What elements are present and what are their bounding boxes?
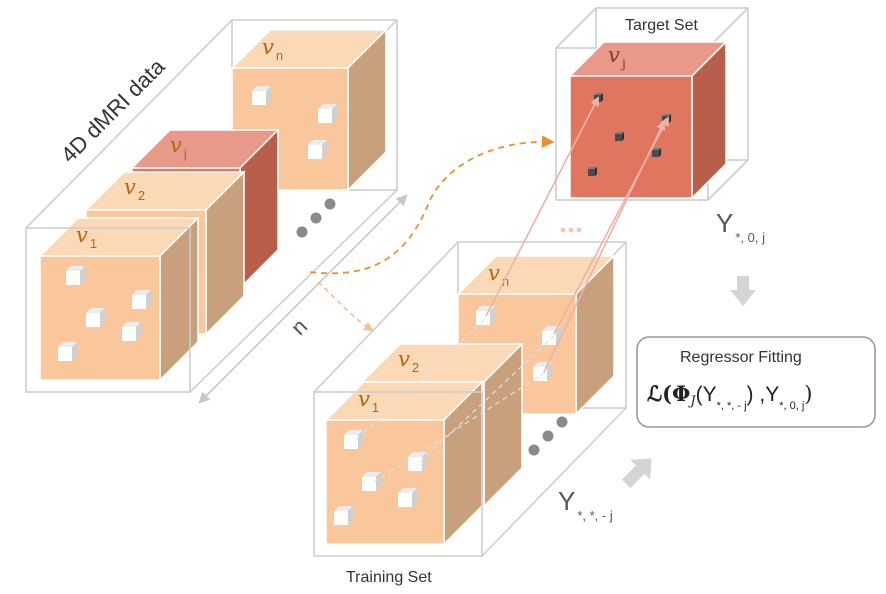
training-ellipsis-dots xyxy=(528,416,568,456)
target-cube xyxy=(569,75,693,199)
down-arrow-icon xyxy=(730,276,756,306)
voxel-dark xyxy=(615,132,624,141)
voxel-cube xyxy=(58,342,77,361)
voxel-cube xyxy=(66,266,85,285)
ellipsis-dots xyxy=(296,198,336,238)
voxel-cube xyxy=(132,290,151,309)
dmri-data-front-frame xyxy=(25,227,191,393)
n-dimension-label: n xyxy=(286,314,312,340)
voxel-dashed-connectors xyxy=(355,317,555,483)
voxel-dark xyxy=(594,93,603,102)
voxel-cube xyxy=(318,104,337,123)
regressor-title: Regressor Fitting xyxy=(680,349,802,366)
training-front-frame xyxy=(313,391,483,557)
voxel-cube xyxy=(86,308,105,327)
n-dimension-arrow xyxy=(198,194,408,404)
voxel-cube xyxy=(408,452,427,471)
pink-mapping-arrows xyxy=(485,96,669,373)
voxel-cube xyxy=(122,322,141,341)
voxel-cube xyxy=(362,472,381,491)
voxel-cube xyxy=(252,86,271,105)
voxel-cube xyxy=(334,506,353,525)
voxel-cube xyxy=(344,430,363,449)
training-y-label: Y*, *, - j xyxy=(558,486,613,523)
voxel-dark xyxy=(652,148,661,157)
target-set-title: Target Set xyxy=(625,17,698,34)
target-y-label: Y*, 0, j xyxy=(716,208,765,245)
pink-ellipsis xyxy=(560,227,582,233)
training-set-title: Training Set xyxy=(346,569,432,586)
voxel-cube xyxy=(308,140,327,159)
regressor-fitting-box: Regressor Fitting ℒ(ΦJ(Y*, *, - j) ,Y*, … xyxy=(636,336,876,428)
voxel-dark xyxy=(588,167,597,176)
orange-dashed-arrow-training xyxy=(317,281,374,331)
voxel-cube xyxy=(398,488,417,507)
up-right-arrow-icon xyxy=(621,458,652,489)
loss-formula: ℒ(ΦJ(Y*, *, - j) ,Y*, 0, j) xyxy=(647,381,812,412)
